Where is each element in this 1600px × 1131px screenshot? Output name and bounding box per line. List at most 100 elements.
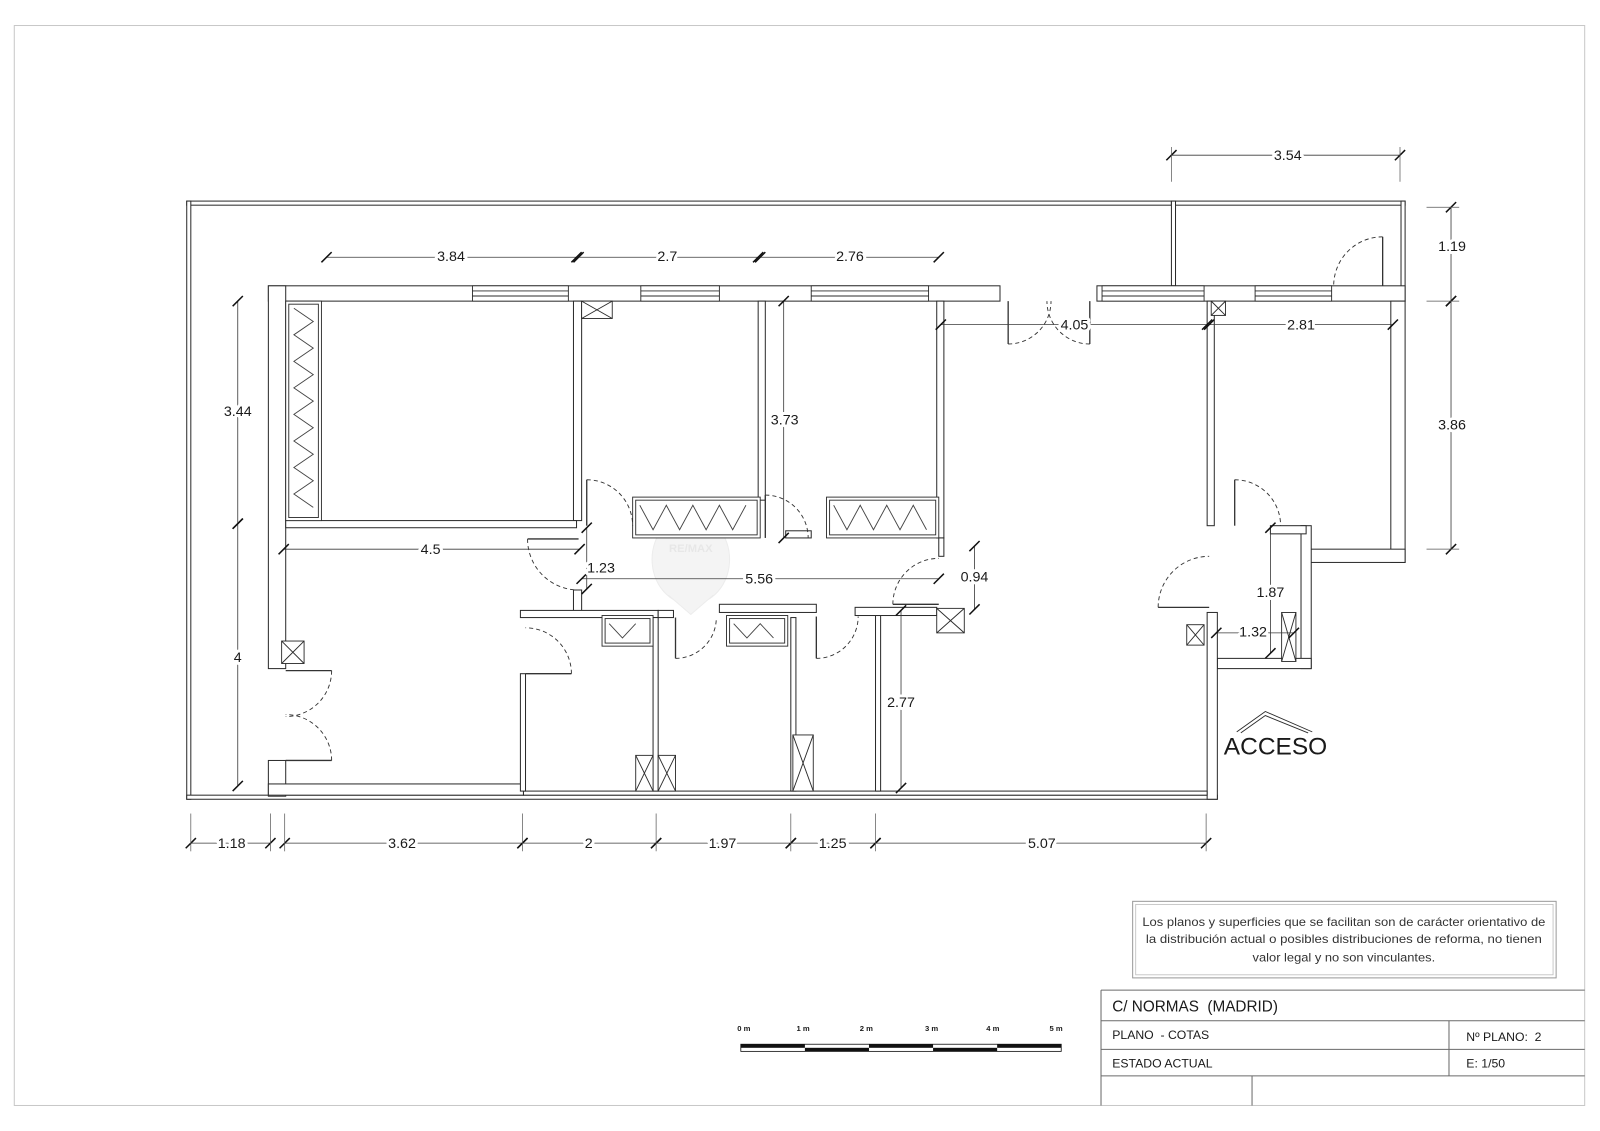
wall-segment: [267, 783, 524, 796]
wall-segment: [1170, 200, 1177, 287]
window: [810, 285, 930, 302]
dimension-tick: [1201, 318, 1213, 331]
wardrobe: [285, 300, 322, 522]
fixture-cross: [635, 755, 654, 792]
dimension-lines: [185, 146, 1460, 852]
door-swing: [1234, 479, 1282, 526]
dimension-tick: [581, 522, 593, 534]
disclaimer-line: Los planos y superficies que se facilita…: [1142, 915, 1545, 929]
wall-segment: [285, 520, 578, 529]
doors: [285, 236, 1384, 762]
dimension-tick: [573, 543, 586, 555]
wall-segment: [1216, 657, 1312, 670]
dimension-tick: [1264, 647, 1277, 659]
disclaimer-box: Los planos y superficies que se facilita…: [1132, 900, 1557, 979]
door-swing: [1046, 301, 1090, 345]
dimension-tick: [895, 604, 907, 617]
wall-segment: [572, 300, 583, 522]
dimension-label: 2.81: [1287, 317, 1315, 333]
dimension-tick: [232, 295, 244, 307]
dimension-label: 1.25: [819, 836, 847, 852]
dimension-tick: [575, 573, 588, 585]
fixtures: [281, 300, 1297, 792]
scale-bar-segment: [804, 1047, 869, 1052]
wall-segment: [1300, 525, 1312, 670]
dimension-tick: [1210, 627, 1222, 639]
title-block-plan-type: PLANO - COTAS: [1112, 1028, 1209, 1042]
dimension-label: 3.86: [1438, 417, 1466, 433]
disclaimer-line: la distribución actual o posibles distri…: [1146, 932, 1542, 946]
dimension-tick: [1288, 627, 1300, 639]
wall-segment: [1269, 525, 1307, 535]
dimension-tick: [754, 251, 766, 263]
scale-bar: 0 m 1 m 2 m 3 m 4 m 5 m: [737, 1024, 1063, 1052]
dimension-label: 1.87: [1257, 585, 1285, 601]
door-swing: [892, 557, 939, 605]
wall-segment: [718, 603, 817, 613]
wall-segment: [267, 285, 287, 670]
wall-segment: [522, 790, 1208, 796]
dimension-label: 2: [585, 836, 593, 852]
door-swing: [285, 714, 333, 761]
title-block-plan-number: Nº PLANO: 2: [1466, 1030, 1541, 1044]
dimension-label: 3.84: [437, 249, 465, 265]
walls: [186, 200, 1406, 800]
dimension-tick: [278, 543, 290, 555]
dimension-label: 2.76: [836, 249, 864, 265]
wardrobe-inner: [635, 499, 758, 536]
window: [1101, 285, 1205, 302]
disclaimer-border-inner: [1135, 903, 1554, 976]
dimension-label: 4.5: [421, 542, 441, 558]
dimension-label: 1.18: [218, 836, 246, 852]
dimension-tick: [1264, 522, 1277, 534]
wardrobe-hatch: [293, 307, 315, 508]
dimension-label: 4: [234, 650, 242, 666]
door-swing: [1008, 301, 1052, 345]
dimension-tick: [1203, 318, 1215, 331]
wardrobe: [601, 615, 654, 647]
title-block-scale: E: 1/50: [1466, 1057, 1505, 1071]
dimension-tick: [752, 251, 764, 263]
wall-segment: [1170, 200, 1406, 206]
dimension-tick: [1387, 318, 1399, 331]
title-block-state: ESTADO ACTUAL: [1112, 1057, 1213, 1071]
scale-bar-segment: [997, 1044, 1062, 1048]
scale-bar-segment: [868, 1044, 934, 1048]
fixture-cross: [281, 640, 305, 664]
wardrobe-hatch: [639, 504, 747, 531]
dimension-tick: [572, 251, 585, 263]
scale-bar-segment: [740, 1044, 805, 1048]
window: [640, 285, 720, 302]
window: [1254, 285, 1333, 302]
dimension-label: 5.07: [1028, 836, 1056, 852]
scale-bar-label: 1 m: [796, 1024, 809, 1033]
dimension-tick: [968, 603, 981, 616]
dimension-label: 3.73: [771, 412, 799, 428]
dimension-label: 3.54: [1274, 148, 1302, 164]
dimension-tick: [232, 518, 244, 530]
wall-segment: [1206, 300, 1215, 527]
wardrobe: [826, 496, 940, 539]
wall-segment: [854, 606, 938, 617]
wall-segment: [572, 589, 583, 613]
wardrobe-inner: [729, 618, 786, 644]
access-chevron: [1236, 710, 1313, 733]
wall-segment: [1206, 611, 1218, 800]
wall-segment: [657, 609, 674, 619]
door-swing: [1333, 236, 1383, 286]
wall-segment: [186, 200, 192, 800]
disclaimer-line: valor legal y no son vinculantes.: [1253, 951, 1436, 965]
scale-bar-segment: [933, 1047, 998, 1052]
access-chevron-inner: [1240, 715, 1309, 734]
door-swing: [527, 538, 579, 591]
dimension-label: 3.44: [224, 404, 252, 420]
wardrobe-hatch: [608, 623, 637, 639]
windows: [471, 285, 1333, 302]
dimension-label: 1.23: [587, 560, 615, 576]
dimension-label: 1.19: [1438, 239, 1466, 255]
dimension-label: 4.05: [1061, 317, 1089, 333]
dimension-tick: [895, 782, 907, 794]
door-swing: [285, 670, 333, 718]
dimension-tick: [778, 532, 790, 544]
wall-segment: [652, 617, 659, 792]
